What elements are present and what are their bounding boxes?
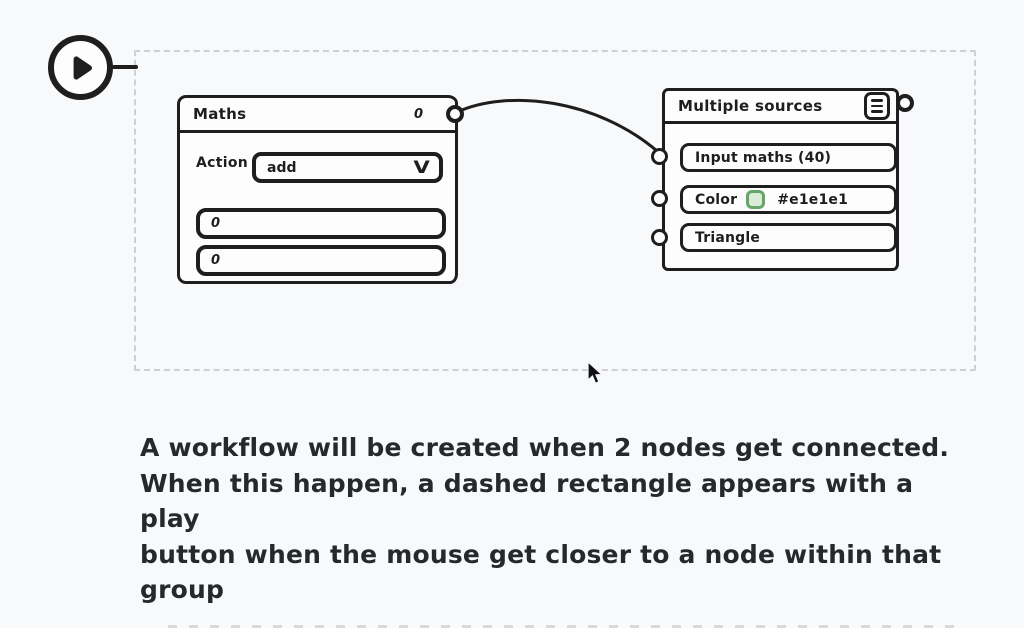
- node-menu-button[interactable]: [864, 92, 890, 120]
- output-port-sources[interactable]: [896, 94, 914, 112]
- play-icon: [73, 55, 92, 80]
- workflow-group-outline: [134, 50, 976, 371]
- operand-input-1[interactable]: 0: [196, 208, 446, 239]
- node-multiple-sources[interactable]: Multiple sources Input maths (40) Color …: [662, 88, 899, 271]
- caption-line: A workflow will be created when 2 nodes …: [140, 433, 950, 462]
- color-swatch[interactable]: [746, 190, 766, 209]
- operand-input-2[interactable]: 0: [196, 245, 446, 276]
- mouse-cursor-icon: [587, 361, 604, 384]
- output-count-badge: 0: [413, 106, 423, 122]
- source-row-label: Triangle: [695, 229, 761, 246]
- action-selected-value: add: [267, 159, 297, 176]
- input-port-triangle[interactable]: [651, 229, 668, 246]
- action-row: Action add V: [180, 152, 455, 183]
- color-hex-value: #e1e1e1: [777, 191, 849, 208]
- action-select-dropdown[interactable]: add V: [252, 152, 443, 183]
- caption-text: A workflow will be created when 2 nodes …: [140, 430, 970, 608]
- caption-line: group: [140, 575, 225, 604]
- cutoff-text-line: [168, 625, 958, 628]
- source-row-color[interactable]: Color #e1e1e1: [680, 185, 897, 214]
- source-row-triangle[interactable]: Triangle: [680, 223, 897, 252]
- connection-wire-maths-to-sources[interactable]: [456, 98, 658, 153]
- caption-line: When this happen, a dashed rectangle app…: [140, 468, 914, 534]
- node-title: Maths: [193, 105, 247, 123]
- play-button-connector-line: [112, 65, 138, 69]
- caption-line: button when the mouse get closer to a no…: [140, 539, 942, 569]
- source-row-label: Color: [695, 191, 738, 208]
- source-row-label: Input maths (40): [695, 149, 832, 166]
- chevron-down-icon: V: [413, 157, 430, 178]
- run-workflow-button[interactable]: [48, 35, 113, 100]
- source-row-input-maths[interactable]: Input maths (40): [680, 143, 897, 172]
- node-title: Multiple sources: [678, 97, 823, 115]
- node-maths[interactable]: Maths 0 Action add V 0 0: [177, 95, 458, 284]
- input-port-input-maths[interactable]: [651, 148, 668, 165]
- input-port-color[interactable]: [651, 190, 668, 207]
- action-label: Action: [196, 155, 249, 171]
- output-port-maths[interactable]: [446, 105, 464, 123]
- node-maths-header[interactable]: Maths 0: [180, 98, 455, 133]
- node-sources-header[interactable]: Multiple sources: [665, 91, 896, 124]
